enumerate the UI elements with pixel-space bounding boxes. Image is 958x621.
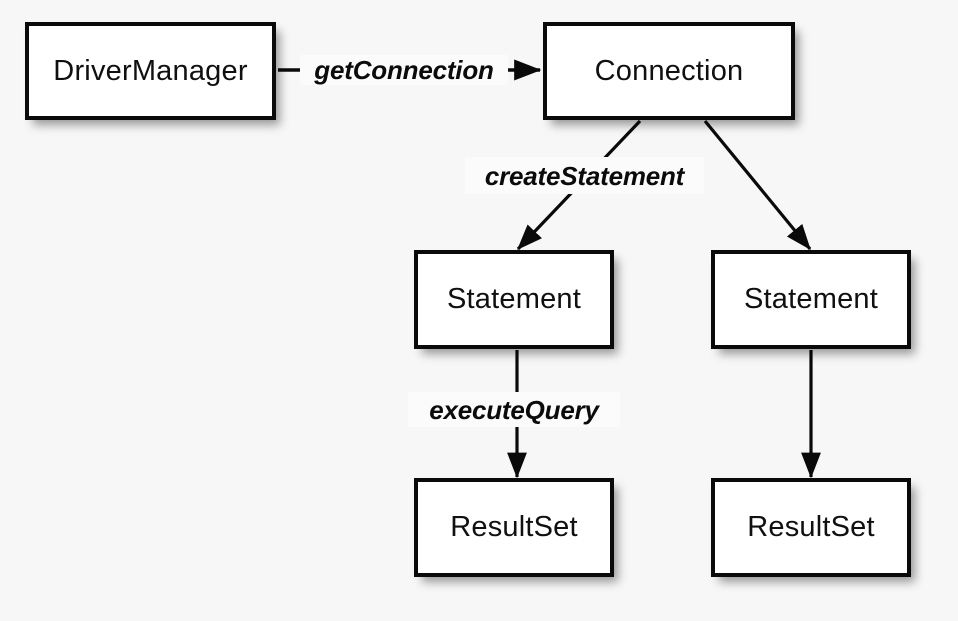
- node-connection[interactable]: Connection: [543, 22, 795, 120]
- node-label: Statement: [744, 283, 878, 315]
- node-resultset-right[interactable]: ResultSet: [711, 478, 911, 577]
- node-label: ResultSet: [450, 511, 578, 543]
- node-resultset-left[interactable]: ResultSet: [414, 478, 614, 577]
- node-label: Connection: [594, 54, 744, 87]
- edge-label-executequery: executeQuery: [408, 392, 620, 427]
- edge-label-getconnection: getConnection: [300, 55, 508, 85]
- node-statement-right[interactable]: Statement: [711, 250, 911, 349]
- node-drivermanager[interactable]: DriverManager: [25, 22, 276, 120]
- node-label: DriverManager: [53, 54, 248, 87]
- node-label: ResultSet: [747, 511, 875, 543]
- node-label: Statement: [447, 283, 581, 315]
- edge-connection-statement-right: [703, 119, 812, 251]
- edge-label-createstatement: createStatement: [465, 157, 704, 194]
- node-statement-left[interactable]: Statement: [414, 250, 614, 349]
